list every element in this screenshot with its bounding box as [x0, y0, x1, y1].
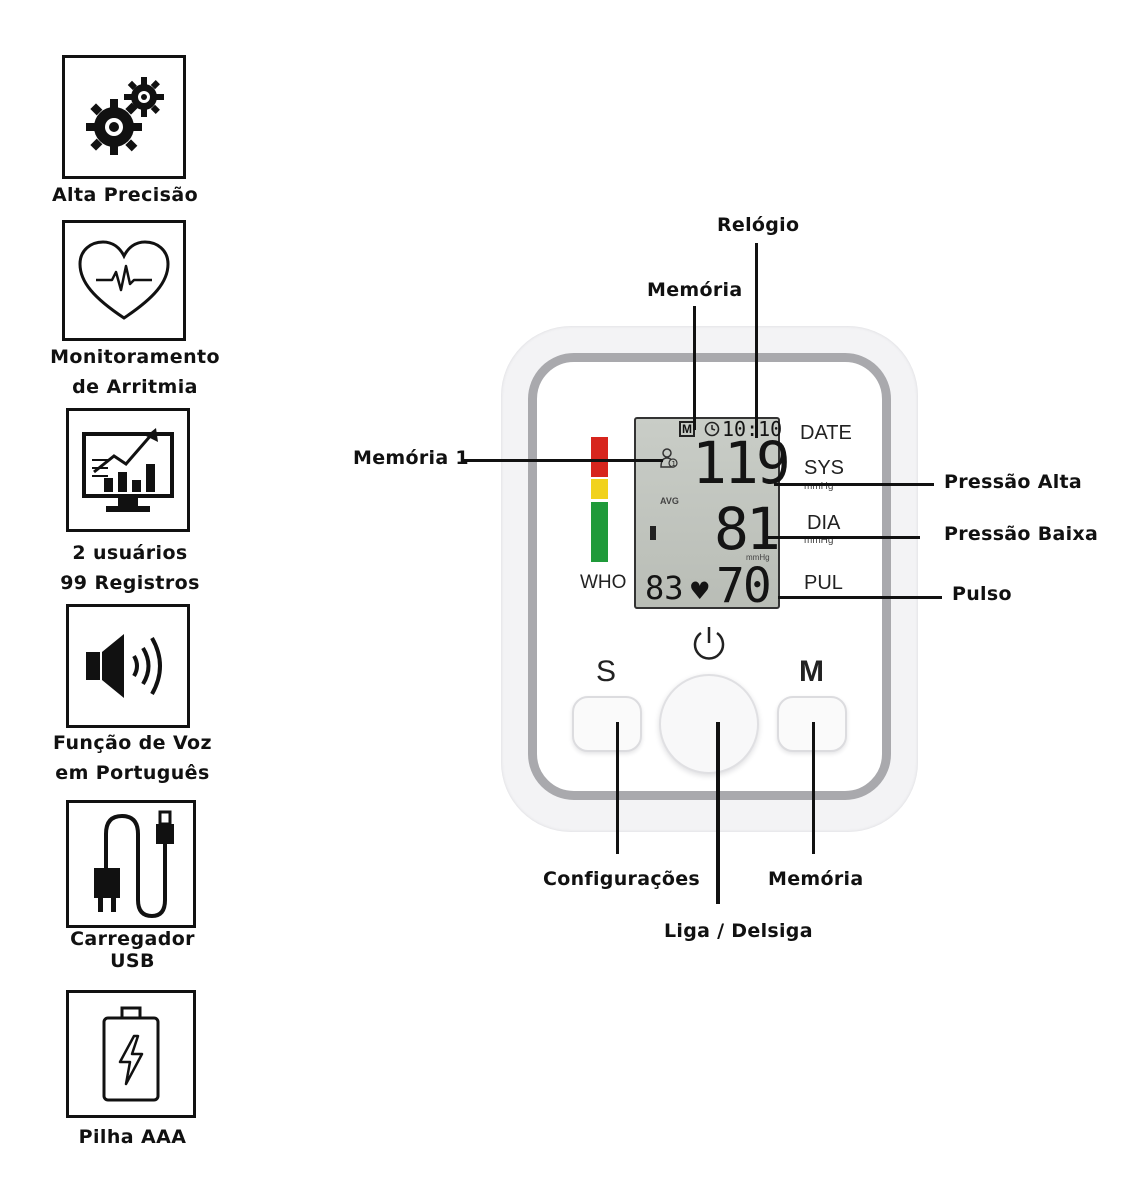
callout-line-pressao-baixa	[768, 536, 920, 539]
feature-label-arrhythmia: Monitoramento de Arritmia	[50, 346, 220, 398]
who-scale-red	[591, 437, 608, 477]
heart-pulse-icon	[78, 239, 170, 320]
callout-line-pulso	[778, 596, 942, 599]
callout-pulso: Pulso	[952, 583, 1012, 605]
feature-box-users	[66, 408, 190, 532]
avg-label: AVG	[660, 496, 679, 506]
dia-label: DIA	[807, 512, 841, 534]
callout-line-memoria-top	[693, 306, 696, 430]
pulse-count-value: 83	[645, 569, 684, 607]
feature-box-battery	[66, 990, 196, 1118]
user-1-icon: 1	[660, 448, 678, 468]
speaker-icon	[86, 634, 162, 698]
feature-label-voice: Função de Voz em Português	[53, 732, 212, 784]
feature-box-usb	[66, 800, 196, 928]
callout-configuracoes: Configurações	[543, 868, 701, 890]
callout-memoria1: Memória 1	[353, 447, 469, 469]
heart-icon: ♥	[689, 577, 711, 605]
feature-box-voice	[66, 604, 190, 728]
who-label: WHO	[580, 572, 627, 593]
callout-memoria-bottom: Memória	[768, 868, 864, 890]
feature-label-precision: Alta Precisão	[51, 184, 199, 206]
clock-time: 10:10	[722, 417, 783, 441]
who-scale-green	[591, 502, 608, 562]
callout-memoria-top: Memória	[647, 279, 743, 301]
callout-relogio: Relógio	[717, 214, 800, 236]
callout-pressao-alta: Pressão Alta	[944, 471, 1083, 493]
callout-pressao-baixa: Pressão Baixa	[944, 523, 1099, 545]
sys-unit: mmHg	[804, 481, 834, 492]
callout-line-memoria-bottom	[812, 722, 815, 854]
power-button[interactable]	[659, 674, 759, 774]
clock-icon	[704, 421, 720, 437]
feature-label-users: 2 usuários 99 Registros	[60, 542, 200, 594]
battery-icon	[102, 1006, 160, 1102]
power-icon	[693, 627, 725, 660]
feature-box-arrhythmia	[62, 220, 186, 341]
pul-label: PUL	[804, 572, 843, 594]
m-button-label: M	[799, 655, 824, 688]
feature-label-battery: Pilha AAA	[78, 1126, 187, 1148]
dia-unit-small: mmHg	[746, 553, 770, 562]
diastolic-value: 81	[714, 495, 781, 563]
lcd-indicator-bar	[650, 526, 656, 540]
callout-line-liga	[716, 722, 720, 904]
feature-box-precision	[62, 55, 186, 179]
date-label: DATE	[800, 422, 852, 444]
who-scale-yellow	[591, 479, 608, 499]
svg-text:1: 1	[672, 460, 676, 468]
dia-unit: mmHg	[804, 535, 834, 546]
lcd-screen	[634, 417, 780, 609]
feature-label-usb: Carregador USB	[70, 928, 195, 972]
callout-line-configuracoes	[616, 722, 619, 854]
chart-monitor-icon	[82, 428, 174, 512]
s-button-label: S	[596, 655, 617, 688]
callout-line-memoria1	[464, 459, 663, 462]
callout-line-relogio	[755, 243, 758, 438]
callout-line-pressao-alta	[774, 483, 934, 486]
callout-liga-desliga: Liga / Delsiga	[664, 920, 813, 942]
sys-label: SYS	[804, 457, 845, 479]
pulse-value: 70	[716, 558, 772, 614]
usb-cable-icon	[94, 810, 174, 919]
gears-icon	[86, 77, 164, 155]
settings-button[interactable]	[572, 696, 642, 752]
